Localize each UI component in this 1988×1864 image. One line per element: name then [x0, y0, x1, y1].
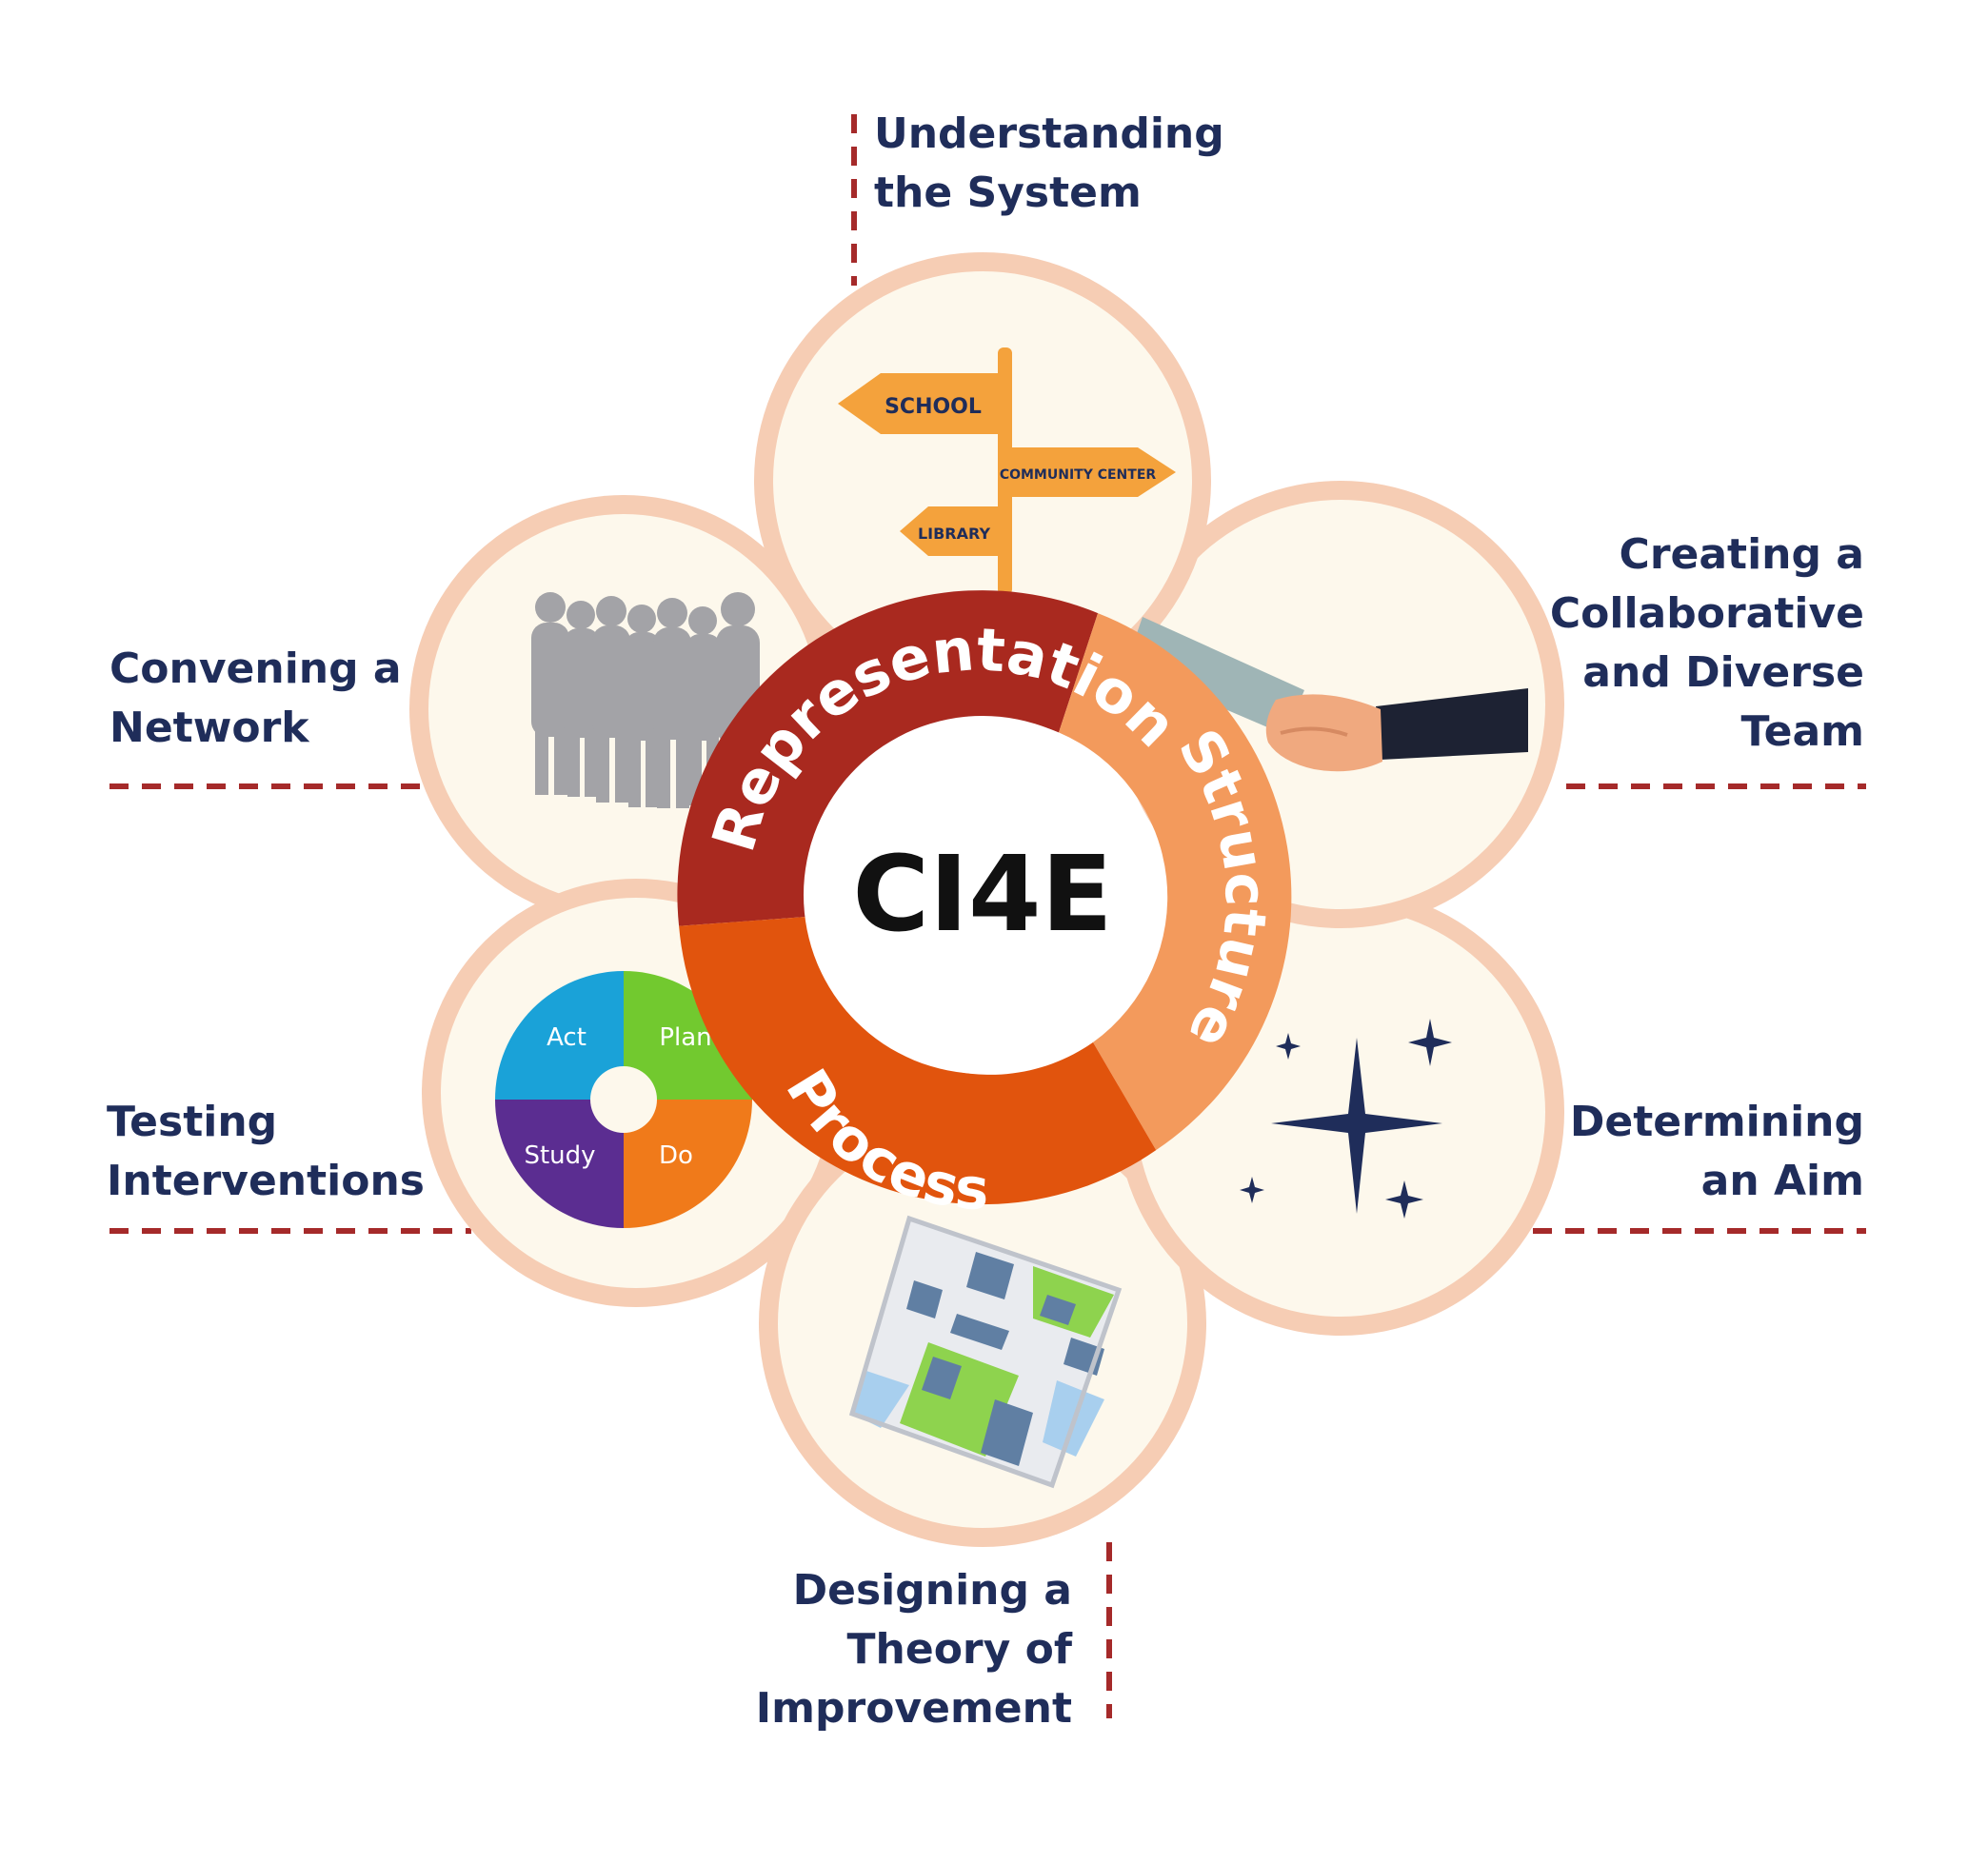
pdsa-do-label: Do	[659, 1141, 693, 1170]
map-icon	[848, 1215, 1123, 1489]
label-line: Determining	[1569, 1098, 1864, 1146]
pdsa-study-segment	[495, 1100, 624, 1228]
label-line: Convening a	[109, 644, 402, 693]
pdsa-act-label: Act	[547, 1023, 586, 1052]
label-network: Convening a Network	[109, 640, 402, 758]
pdsa-plan-segment	[624, 971, 752, 1100]
label-line: Understanding	[874, 109, 1224, 158]
pdsa-study-label: Study	[524, 1141, 595, 1170]
label-team: Creating a Collaborative and Diverse Tea…	[1550, 525, 1864, 762]
handshake-icon	[1125, 617, 1528, 772]
label-line: Collaborative	[1549, 589, 1864, 638]
pdsa-plan-label: Plan	[659, 1023, 711, 1052]
ring-segment-representation	[677, 590, 1099, 926]
label-line: Theory of	[846, 1625, 1072, 1674]
label-line: Creating a	[1619, 530, 1864, 579]
label-theory: Designing a Theory of Improvement	[756, 1561, 1072, 1738]
label-line: Testing	[107, 1098, 278, 1146]
ring-segment-structure	[1059, 613, 1292, 1151]
label-line: Team	[1740, 707, 1864, 756]
label-understanding: Understanding the System	[874, 105, 1224, 223]
pdsa-act-segment	[495, 971, 624, 1100]
label-line: the System	[874, 169, 1142, 217]
sign-community-center: COMMUNITY CENTER	[1000, 467, 1157, 483]
people-icon	[531, 592, 760, 813]
label-line: Network	[109, 704, 309, 752]
sign-school: SCHOOL	[885, 395, 982, 419]
center-hub	[804, 716, 1162, 1074]
pdsa-cycle-icon: Act Plan Study Do	[495, 971, 752, 1228]
label-testing: Testing Interventions	[107, 1093, 425, 1211]
stars-icon	[1240, 1019, 1452, 1219]
signpost-icon: SCHOOL COMMUNITY CENTER LIBRARY	[838, 347, 1176, 595]
label-aim: Determining an Aim	[1570, 1093, 1864, 1211]
label-line: Designing a	[792, 1566, 1072, 1615]
pdsa-do-segment	[624, 1100, 752, 1228]
sign-library: LIBRARY	[918, 525, 990, 543]
label-line: Improvement	[755, 1684, 1072, 1733]
label-line: Interventions	[107, 1157, 425, 1205]
center-title: CI4E	[852, 833, 1112, 955]
dashed-connectors	[109, 114, 1866, 1718]
label-line: and Diverse	[1582, 648, 1864, 697]
label-line: an Aim	[1700, 1157, 1864, 1205]
